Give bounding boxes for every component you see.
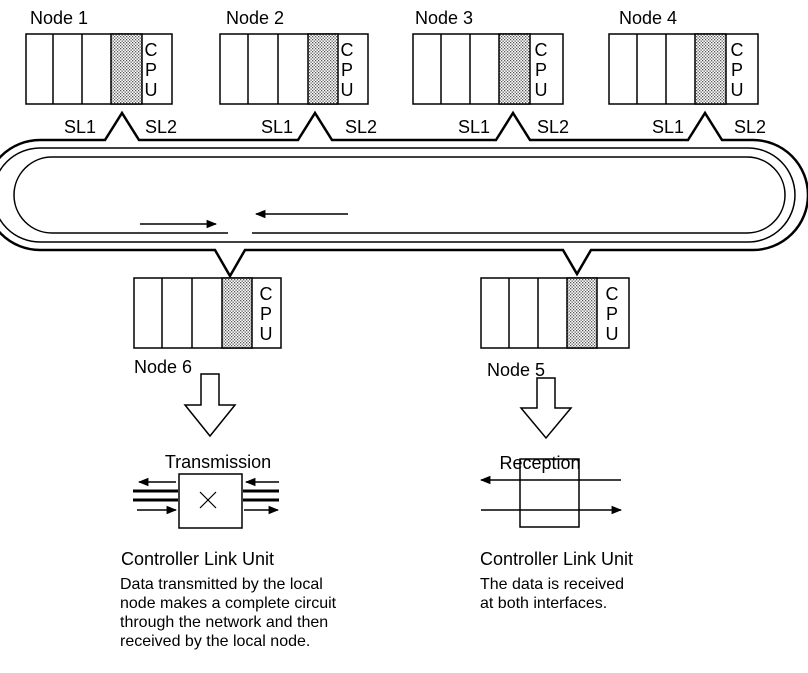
node-4-label: Node 4 [619,8,677,28]
node-4-sl1-label: SL1 [652,117,684,137]
node-2-rack: C P U [219,33,369,105]
node-2-sl2-label: SL2 [345,117,377,137]
node-1-rack: C P U [25,33,173,105]
transmission-title: Transmission [165,452,271,472]
node-5-link-unit [566,277,598,349]
node-4-cpu-c: C [731,40,744,60]
node-1-cpu-p: P [145,60,157,80]
node-2-sl1-label: SL1 [261,117,293,137]
node-4-link-unit [694,33,727,105]
node-1-sl2-label: SL2 [145,117,177,137]
node-3-cpu-c: C [535,40,548,60]
transmission-description: Data transmitted by the local node makes… [120,576,337,650]
transmission-symbol [133,473,280,529]
ring-middle [0,147,796,243]
node-3-link-unit [498,33,531,105]
reception-unit-label: Controller Link Unit [480,549,634,569]
node-3-rack: C P U [412,33,564,105]
node-3-cpu-p: P [535,60,547,80]
node-3-cpu-u: U [535,80,548,100]
node-4-rack: C P U [608,33,759,105]
node-5-down-arrow [519,377,573,440]
node-5-cpu-u: U [606,324,619,344]
node-6-down-arrow [183,373,237,438]
node-6-cpu-c: C [260,284,273,304]
node-2-label: Node 2 [226,8,284,28]
node-2-link-unit [307,33,339,105]
node-5-rack: C P U [480,277,630,349]
node-6-link-unit [221,277,253,349]
node-3-sl2-label: SL2 [537,117,569,137]
node-5-cpu-c: C [606,284,619,304]
ring-outer [0,110,808,279]
node-1-sl1-label: SL1 [64,117,96,137]
ring-inner [13,156,786,234]
reception-description: The data is received at both interfaces. [480,576,625,612]
node-1-cpu-c: C [145,40,158,60]
transmission-unit-label: Controller Link Unit [121,549,275,569]
node-1-label: Node 1 [30,8,88,28]
node-2-cpu-c: C [341,40,354,60]
node-2-cpu-u: U [341,80,354,100]
node-4-cpu-p: P [731,60,743,80]
ring-cable [0,110,808,279]
node-3-label: Node 3 [415,8,473,28]
reception-title: Reception [499,453,580,473]
node-5-cpu-p: P [606,304,618,324]
node-6-cpu-p: P [260,304,272,324]
node-4-cpu-u: U [731,80,744,100]
node-4-sl2-label: SL2 [734,117,766,137]
node-3-sl1-label: SL1 [458,117,490,137]
node-6-rack: C P U [133,277,282,349]
node-6-cpu-u: U [260,324,273,344]
node-5-label: Node 5 [487,360,545,380]
node-2-cpu-p: P [341,60,353,80]
node-1-link-unit [110,33,143,105]
node-6-label: Node 6 [134,357,192,377]
reception-symbol [479,458,623,528]
node-1-cpu-u: U [145,80,158,100]
